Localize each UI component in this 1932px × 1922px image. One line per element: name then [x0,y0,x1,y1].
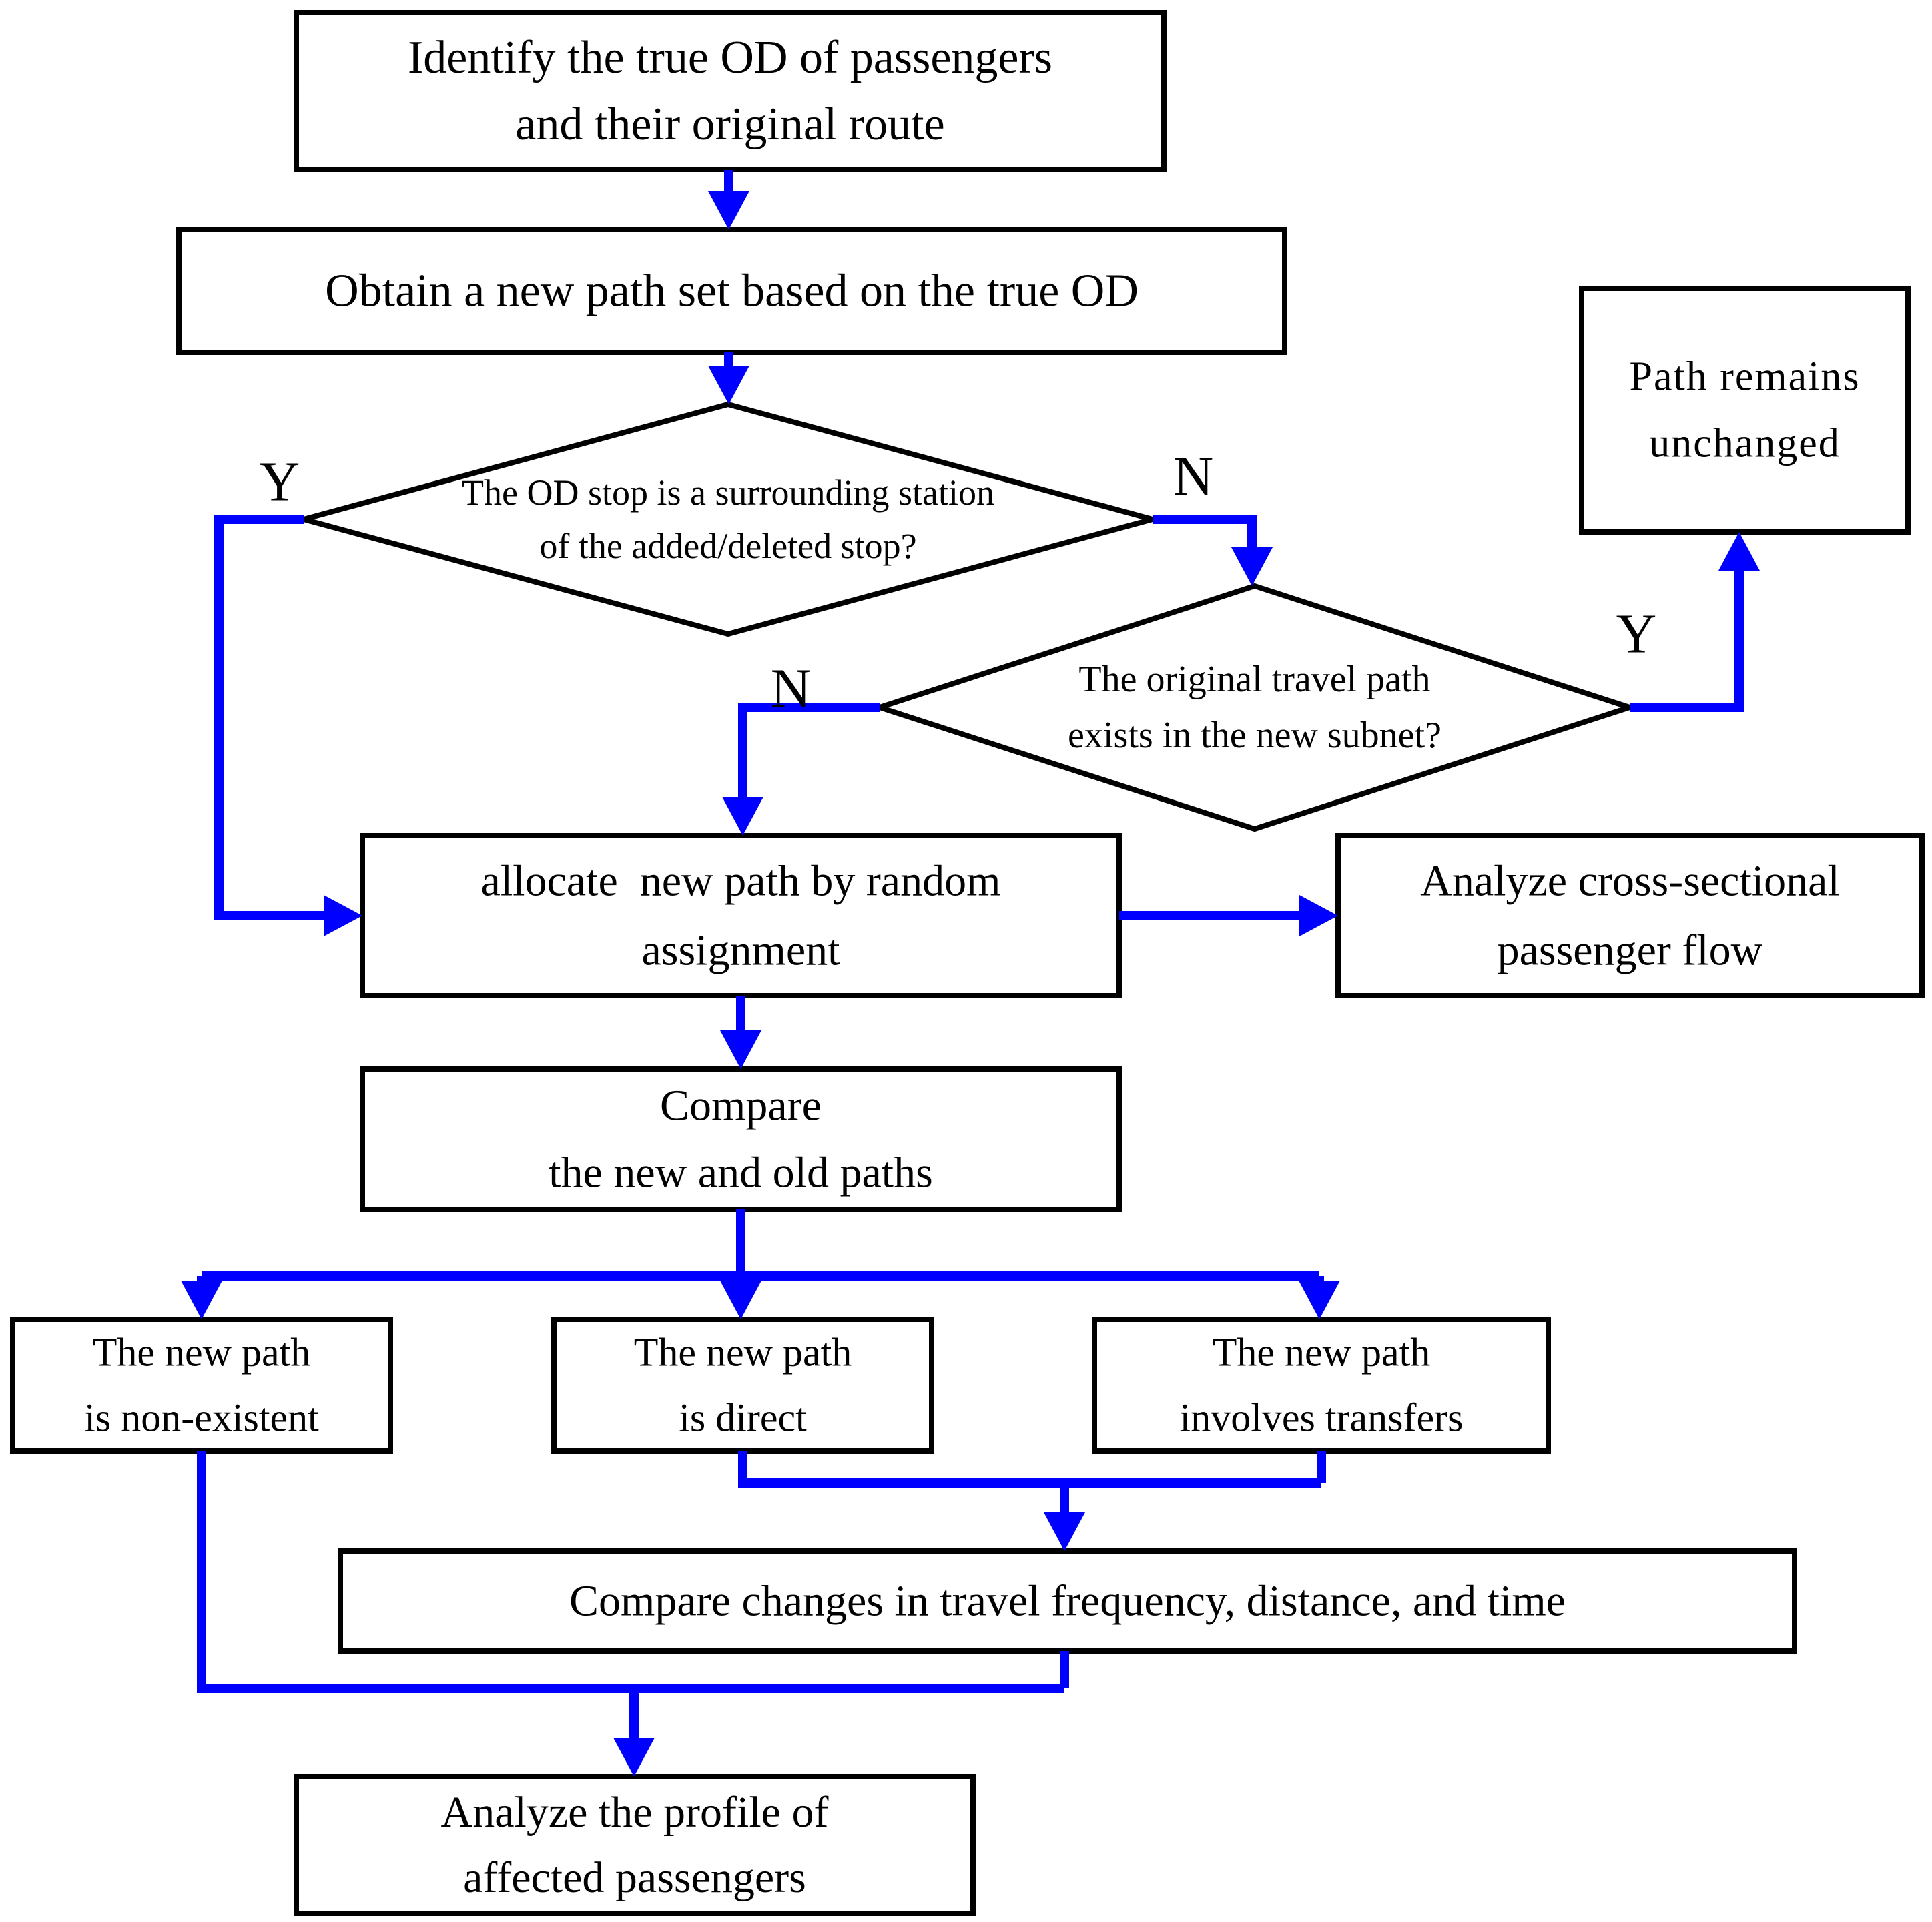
line-path-decision-no-to-allocate [738,703,880,797]
edge-path-decision-yes-to-unchanged [1630,532,1760,712]
obtain-new-path-set-box-shape [176,227,1287,355]
decision-od-stop-surrounding-diamond-shape [293,401,1163,637]
arrowhead-allocate-to-analyze-flow [1299,895,1338,936]
edge-split-to-transfers [1299,1276,1340,1319]
node-analyze-profile-passengers: Analyze the profile of affected passenger… [294,1774,976,1916]
decision-original-path-exists-diamond-shape [871,583,1638,832]
branch-label-path-decision-no: N [771,658,812,720]
edge-split-to-non-existent [181,1276,222,1319]
node-allocate-new-path: allocate new path by random assignment [360,833,1122,998]
arrowhead-allocate-to-compare [720,1030,761,1069]
node-decision-original-path-exists: The original travel path exists in the ne… [871,583,1638,832]
new-path-involves-transfers-text-line-2: involves transfers [1180,1396,1464,1440]
identify-true-od-box-shape [294,10,1167,172]
analyze-profile-passengers-text-line-1: Analyze the profile of [441,1788,829,1837]
allocate-new-path-text-line-1: allocate new path by random [481,857,1001,906]
node-compare-new-old-paths: Compare the new and old paths [360,1066,1122,1212]
decision-od-stop-surrounding-text-line-1: The OD stop is a surrounding station [462,472,994,513]
analyze-profile-passengers-box-shape [294,1774,976,1916]
compare-new-old-paths-text-line-1: Compare [660,1082,822,1131]
branch-label-path-decision-yes: Y [1616,603,1657,665]
line-direct-to-merge-bar [738,1451,1321,1488]
path-remains-unchanged-box-shape [1579,286,1911,535]
arrowhead-split-to-direct [720,1281,761,1319]
compare-changes-frequency-text-line-1: Compare changes in travel frequency, dis… [569,1577,1566,1626]
decision-original-path-exists-text-line-2: exists in the new subnet? [1068,715,1441,756]
line-od-decision-yes-to-allocate [214,515,324,920]
identify-true-od-text-line-1: Identify the true OD of passengers [408,32,1052,83]
path-remains-unchanged-text-line-1: Path remains [1630,354,1861,400]
line-path-decision-yes-to-unchanged [1630,571,1744,712]
node-decision-od-stop-surrounding: The OD stop is a surrounding station of t… [293,401,1163,637]
branch-label-od-decision-no: N [1173,446,1214,508]
arrowhead-path-decision-no-to-allocate [722,797,763,836]
decision-original-path-exists-text-line-1: The original travel path [1078,659,1430,700]
new-path-non-existent-text-line-2: is non-existent [84,1396,319,1440]
node-new-path-non-existent: The new path is non-existent [10,1317,393,1454]
edge-obtain-to-od-decision [708,352,749,404]
edge-path-decision-no-to-allocate [722,703,880,836]
node-new-path-involves-transfers: The new path involves transfers [1092,1317,1551,1454]
analyze-profile-passengers-text-line-2: affected passengers [463,1853,806,1902]
edge-split-to-direct [720,1276,761,1319]
analyze-cross-sectional-flow-text-line-1: Analyze cross-sectional [1420,857,1840,906]
arrowhead-identify-to-obtain [708,191,749,230]
path-remains-unchanged-text-line-2: unchanged [1649,421,1841,466]
new-path-non-existent-box-shape [10,1317,393,1454]
edge-bottom-bar-to-profile [613,1688,655,1777]
arrowhead-od-decision-no-to-path-decision [1231,547,1273,586]
node-analyze-cross-sectional-flow: Analyze cross-sectional passenger flow [1335,833,1925,998]
analyze-cross-sectional-flow-text-line-2: passenger flow [1498,926,1763,975]
edge-od-decision-no-to-path-decision [1153,515,1273,586]
compare-new-old-paths-text-line-2: the new and old paths [549,1149,933,1197]
node-new-path-direct: The new path is direct [551,1317,934,1454]
arrowhead-merge-to-compare-changes [1044,1512,1085,1551]
edge-direct-to-merge-bar [738,1451,1321,1488]
allocate-new-path-box-shape [360,833,1122,998]
arrowhead-obtain-to-od-decision [708,366,749,404]
node-identify-true-od: Identify the true OD of passengers and th… [294,10,1167,172]
arrowhead-split-to-transfers [1299,1281,1340,1319]
new-path-non-existent-text-line-1: The new path [93,1331,311,1375]
edge-merge-to-compare-changes [1044,1483,1085,1551]
arrowhead-path-decision-yes-to-unchanged [1718,532,1760,571]
decision-od-stop-surrounding-text-line-2: of the added/deleted stop? [539,526,916,566]
new-path-involves-transfers-text-line-1: The new path [1213,1331,1431,1375]
analyze-cross-sectional-flow-box-shape [1335,833,1925,998]
arrowhead-bottom-bar-to-profile [613,1738,655,1777]
edge-allocate-to-compare [720,996,761,1069]
edge-identify-to-obtain [708,170,749,230]
allocate-new-path-text-line-2: assignment [642,926,840,975]
branch-label-od-decision-yes: Y [260,451,300,513]
new-path-involves-transfers-box-shape [1092,1317,1551,1454]
obtain-new-path-set-text-line-1: Obtain a new path set based on the true … [325,266,1139,317]
arrowhead-split-to-non-existent [181,1281,222,1319]
new-path-direct-text-line-2: is direct [679,1396,807,1440]
node-obtain-new-path-set: Obtain a new path set based on the true … [176,227,1287,355]
node-compare-changes-frequency: Compare changes in travel frequency, dis… [338,1548,1797,1654]
identify-true-od-text-line-2: and their original route [515,99,944,150]
line-non-existent-to-bottom-bar [197,1451,1064,1693]
edge-allocate-to-analyze-flow [1119,895,1338,936]
new-path-direct-text-line-1: The new path [634,1331,852,1375]
edge-non-existent-to-bottom-bar [197,1451,1064,1693]
line-od-decision-no-to-path-decision [1153,515,1257,547]
arrowhead-od-decision-yes-to-allocate [324,895,362,936]
node-path-remains-unchanged: Path remains unchanged [1579,286,1911,535]
edge-od-decision-yes-to-allocate [214,515,362,936]
